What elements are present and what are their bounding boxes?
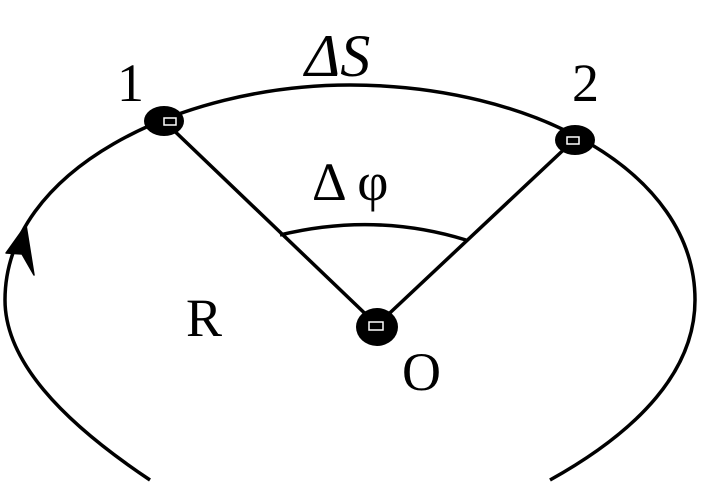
direction-arrow-icon xyxy=(5,224,35,276)
angle-label: Δ φ xyxy=(312,152,388,212)
radius-label: R xyxy=(186,288,222,348)
angle-arc xyxy=(279,222,467,242)
radius-line-1 xyxy=(162,119,379,327)
point-2-label: 2 xyxy=(572,53,599,113)
center-marker xyxy=(356,308,398,346)
radius-line-2 xyxy=(375,138,576,327)
point-1-label: 1 xyxy=(117,53,144,113)
point-2-marker xyxy=(555,125,595,155)
center-label: O xyxy=(402,342,441,402)
trajectory-curve xyxy=(3,83,697,482)
point-1-marker xyxy=(144,106,184,136)
arc-length-label: ΔS xyxy=(303,23,370,89)
